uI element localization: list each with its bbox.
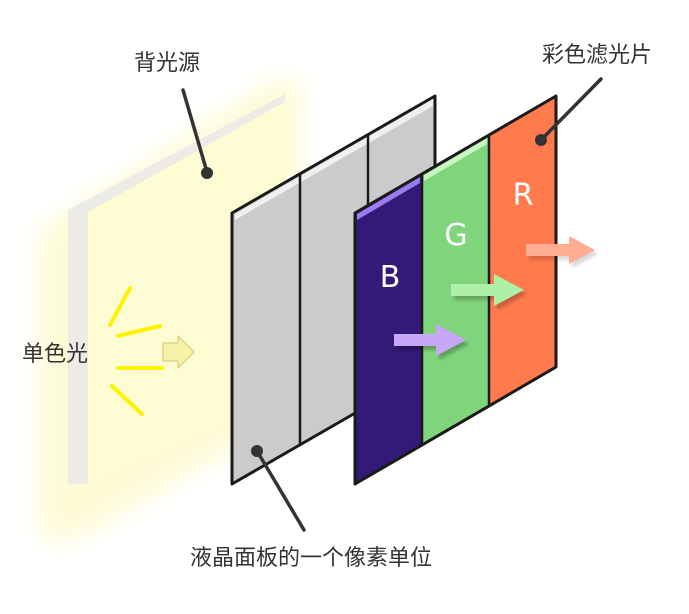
channel-r-label: R: [513, 178, 534, 213]
mono-light-arrow: [162, 335, 195, 369]
pointer-backlight-line: [181, 88, 209, 174]
light-rays: [108, 286, 164, 416]
pointer-color-filter-line: [539, 77, 603, 142]
label-color-filter: 彩色滤光片: [542, 43, 652, 68]
red-light-arrow: [526, 236, 598, 268]
blue-light-arrow-shape: [394, 324, 466, 356]
filter-blue: [355, 174, 422, 484]
label-lc-pixel: 液晶面板的一个像素单位: [190, 546, 432, 571]
pointer-color-filter: [535, 77, 603, 146]
pointer-lc-pixel-dot: [251, 445, 263, 457]
ray-4: [110, 384, 144, 416]
pointer-lc-pixel: [251, 445, 306, 532]
pointer-backlight: [181, 88, 213, 179]
filter-red: [489, 96, 556, 406]
ray-2: [116, 324, 162, 338]
filter-blue-edge: [357, 177, 420, 220]
pointer-lc-pixel-line: [255, 449, 306, 532]
channel-b-label: B: [380, 260, 401, 295]
ray-1: [108, 286, 132, 327]
backlight-frame: [68, 94, 285, 484]
filter-green-edge: [424, 138, 487, 181]
blue-light-arrow: [394, 324, 469, 360]
label-backlight: 背光源: [134, 51, 200, 76]
pointer-backlight-dot: [201, 167, 213, 179]
green-light-arrow-shape: [451, 274, 524, 306]
green-light-arrow: [451, 274, 527, 310]
label-mono-light: 单色光: [22, 342, 88, 367]
pointer-color-filter-dot: [535, 134, 547, 146]
lc-panel-top-highlight: [235, 99, 433, 220]
channel-g-label: G: [444, 218, 467, 253]
red-light-arrow-shape: [526, 236, 595, 264]
